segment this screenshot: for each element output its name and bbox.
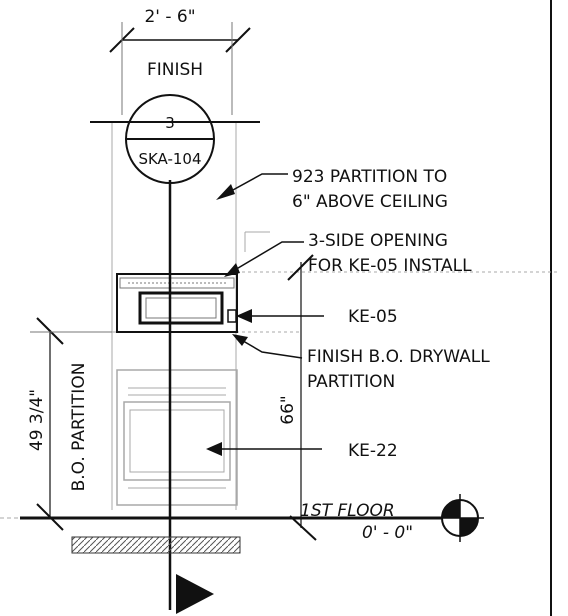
width-dimension-label: 2' - 6" (144, 7, 195, 27)
ke22-appliance (116, 369, 238, 506)
leader-ke22 (206, 442, 322, 456)
ke05-appliance (116, 273, 238, 333)
section-marker: 3 SKA-104 (90, 94, 260, 184)
section-direction-arrow-icon (176, 574, 214, 614)
leader-drywall (232, 334, 303, 359)
leader-ke05 (236, 309, 324, 323)
height-dimension-right: 66" (278, 254, 317, 541)
section-sheet: SKA-104 (138, 150, 201, 168)
opening-note-line2: FOR KE-05 INSTALL (308, 256, 472, 276)
drywall-note-line2: PARTITION (307, 372, 395, 392)
leader-partition (216, 173, 288, 200)
level-name: 1ST FLOOR (300, 501, 395, 521)
ke05-label: KE-05 (348, 307, 398, 327)
partition-note-line1: 923 PARTITION TO (292, 167, 447, 187)
height-66-label: 66" (278, 395, 298, 424)
drywall-note-line1: FINISH B.O. DRYWALL (307, 347, 490, 367)
opening-note-line1: 3-SIDE OPENING (308, 231, 448, 251)
level-elevation: 0' - 0" (362, 523, 413, 543)
leader-opening (224, 241, 304, 277)
floor-slab (71, 536, 241, 554)
finish-label: FINISH (147, 60, 203, 80)
section-number: 3 (165, 114, 175, 132)
ke22-label: KE-22 (348, 441, 398, 461)
partition-note-line2: 6" ABOVE CEILING (292, 192, 448, 212)
width-dimension: 2' - 6" (109, 7, 251, 115)
bo-partition-label: B.O. PARTITION (69, 363, 89, 492)
height-49-label: 49 3/4" (27, 389, 47, 451)
height-dimension-left: 49 3/4" (27, 317, 112, 531)
level-target-icon (436, 494, 484, 542)
